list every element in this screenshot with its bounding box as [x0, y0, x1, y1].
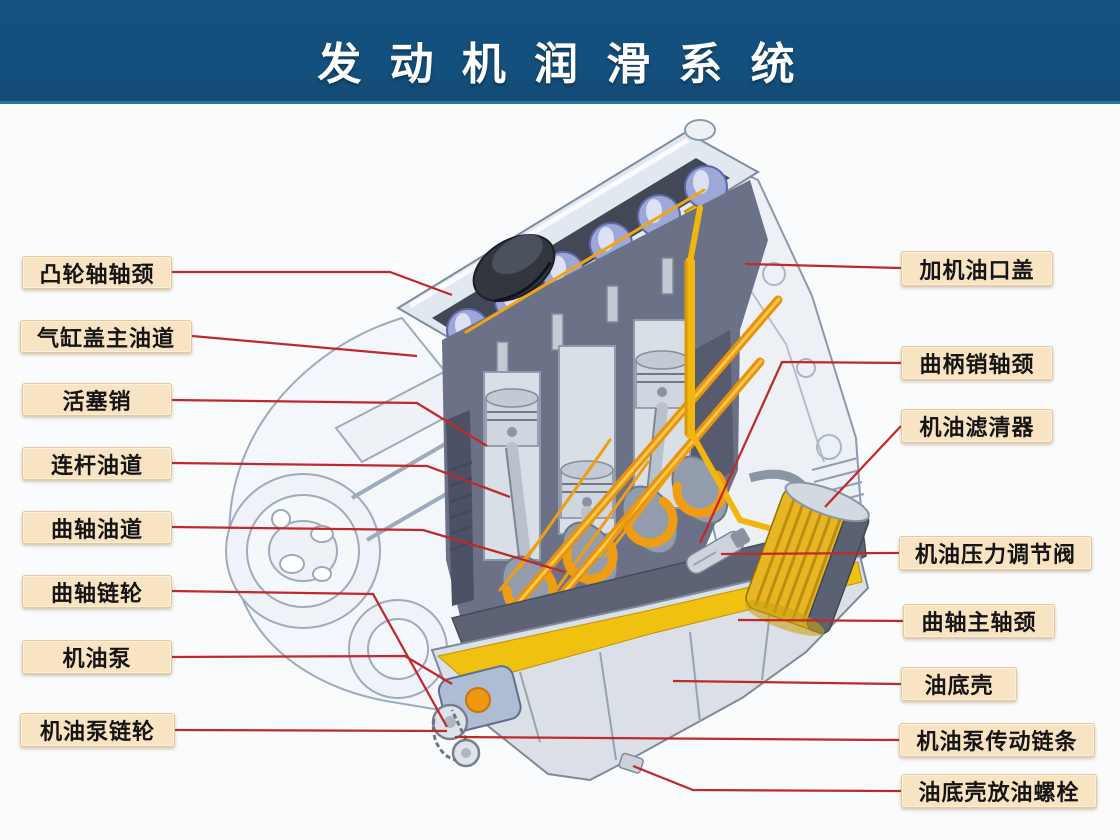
leader-line-cylinder-head-main-oil-gallery	[191, 334, 418, 358]
leader-line-crank-pin-journal	[698, 360, 902, 544]
label-oil-pressure-regulating-valve: 机油压力调节阀	[899, 536, 1092, 570]
label-crank-pin-journal: 曲柄销轴颈	[901, 346, 1053, 380]
leader-lines-overlay	[171, 262, 904, 793]
label-oil-pan-drain-bolt: 油底壳放油螺栓	[901, 774, 1097, 808]
label-camshaft-journal: 凸轮轴轴颈	[22, 256, 172, 289]
title-bar: 发 动 机 润 滑 系 统	[0, 0, 1120, 104]
pressure-valve-art	[685, 528, 751, 575]
leader-line-oil-pump-drive-chain	[454, 735, 900, 742]
label-crankshaft-oil-passage: 曲轴油道	[22, 511, 172, 544]
leader-line-oil-pan	[672, 679, 902, 686]
engine-cutaway-art	[225, 119, 870, 782]
label-oil-pump: 机油泵	[22, 640, 172, 674]
leader-line-connecting-rod-oil-passage	[171, 461, 511, 499]
leader-line-oil-pan-drain-bolt	[632, 764, 902, 793]
leader-line-camshaft-journal	[172, 270, 453, 297]
leader-line-crankshaft-main-journal	[737, 618, 904, 623]
leader-line-piston-pin	[171, 398, 488, 447]
leader-line-oil-filler-cap	[744, 262, 902, 270]
label-cylinder-head-main-oil-gallery: 气缸盖主油道	[20, 320, 192, 353]
oil-filter-art	[745, 469, 870, 636]
oil-filler-cap-art	[472, 233, 556, 303]
label-oil-pump-drive-chain: 机油泵传动链条	[899, 723, 1095, 757]
label-oil-pan: 油底壳	[901, 667, 1017, 701]
leader-line-crankshaft-oil-passage	[171, 525, 566, 574]
engine-illustration-area: 凸轮轴轴颈气缸盖主油道活塞销连杆油道曲轴油道曲轴链轮机油泵机油泵链轮 加机油口盖曲…	[0, 104, 1120, 840]
leader-line-oil-filter	[824, 425, 902, 508]
label-connecting-rod-oil-passage: 连杆油道	[22, 447, 172, 480]
leader-line-oil-pump-sprocket	[174, 728, 448, 733]
leader-line-oil-pressure-regulating-valve	[720, 551, 900, 556]
oil-pump-chain-art	[431, 665, 522, 768]
label-crankshaft-main-journal: 曲轴主轴颈	[903, 604, 1055, 638]
label-oil-filter: 机油滤清器	[901, 409, 1053, 443]
label-oil-filler-cap: 加机油口盖	[901, 251, 1053, 286]
leader-line-oil-pump	[171, 654, 453, 685]
page-title: 发 动 机 润 滑 系 统	[317, 39, 803, 89]
label-piston-pin: 活塞销	[22, 383, 172, 416]
cylinders-pistons	[483, 319, 691, 588]
label-crankshaft-sprocket: 曲轴链轮	[22, 575, 172, 608]
valve-stems	[496, 257, 674, 379]
leader-line-crankshaft-sprocket	[171, 589, 448, 728]
label-oil-pump-sprocket: 机油泵链轮	[20, 713, 175, 747]
